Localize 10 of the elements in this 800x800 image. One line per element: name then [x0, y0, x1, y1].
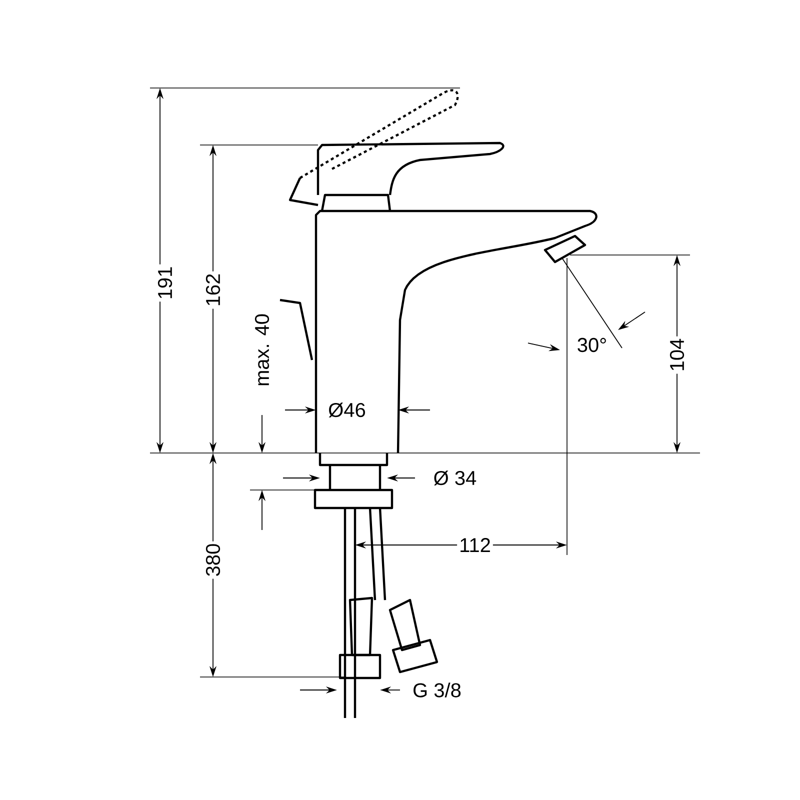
dimension-label: 191 — [156, 264, 174, 302]
dimension-label: 112 — [457, 536, 493, 554]
dimension-label: Ø46 — [326, 400, 368, 420]
dimension-label: 104 — [668, 336, 686, 374]
dimension-label: 380 — [204, 541, 222, 579]
dimension-label: G 3/8 — [410, 680, 464, 700]
dimension-label: 162 — [204, 271, 222, 309]
dimension-label: Ø 34 — [431, 468, 479, 488]
dimension-label: 30° — [574, 336, 610, 354]
dimension-label: max. 40 — [252, 312, 272, 388]
